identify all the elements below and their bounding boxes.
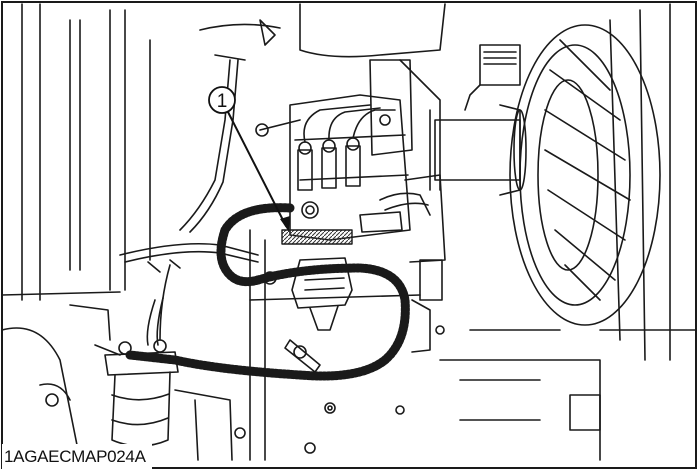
governor-linkage bbox=[369, 59, 446, 353]
engine-block bbox=[234, 229, 601, 461]
breather-hose bbox=[464, 44, 521, 111]
callout-number: 1 bbox=[217, 91, 228, 112]
left-frame-rails bbox=[1, 3, 151, 301]
fuel-lines bbox=[119, 54, 259, 346]
injection-pipes bbox=[255, 104, 431, 216]
callout-circle bbox=[208, 86, 236, 114]
image-code-label: 1AGAECMAP024A bbox=[2, 444, 152, 469]
identification-plate bbox=[281, 229, 353, 245]
engine-top bbox=[199, 3, 446, 191]
fan-shaft bbox=[429, 104, 527, 196]
chassis-lower-left bbox=[1, 327, 233, 461]
callout-leader-line bbox=[227, 111, 287, 227]
callout-arrowhead bbox=[280, 216, 290, 232]
